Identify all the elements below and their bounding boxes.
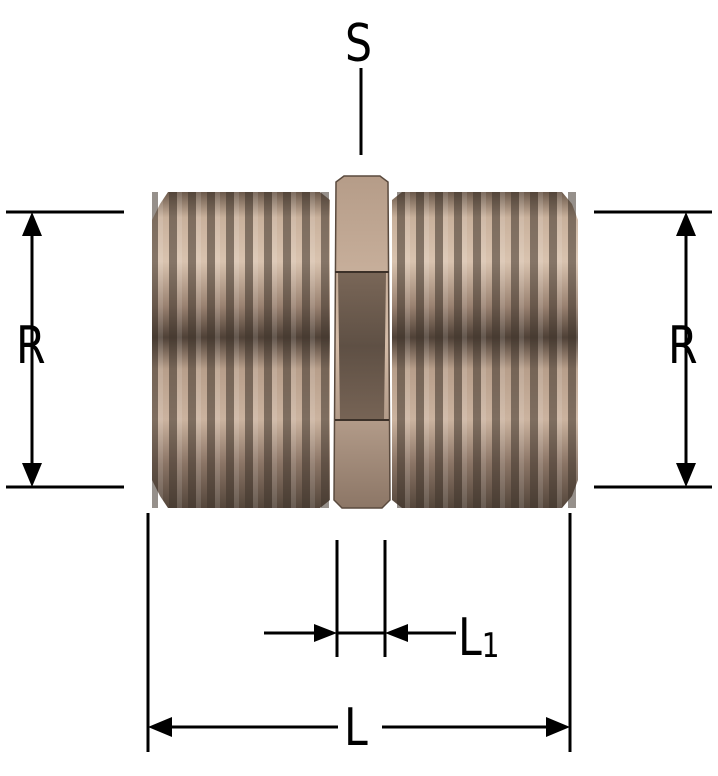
label-s: S xyxy=(345,14,373,74)
r-right-dimension xyxy=(594,210,712,489)
label-l: L xyxy=(344,698,368,758)
l-dimension xyxy=(146,513,572,752)
label-l1: L1 xyxy=(458,612,500,664)
label-l1-subscript: 1 xyxy=(481,626,500,666)
label-l1-main: L xyxy=(458,608,482,668)
left-thread-body xyxy=(152,192,330,508)
hex-nut xyxy=(333,175,391,509)
label-r-left: R xyxy=(16,316,46,376)
l1-dimension xyxy=(264,540,456,657)
label-r-right: R xyxy=(668,316,698,376)
r-left-dimension xyxy=(6,210,124,489)
right-thread-body xyxy=(392,192,578,508)
